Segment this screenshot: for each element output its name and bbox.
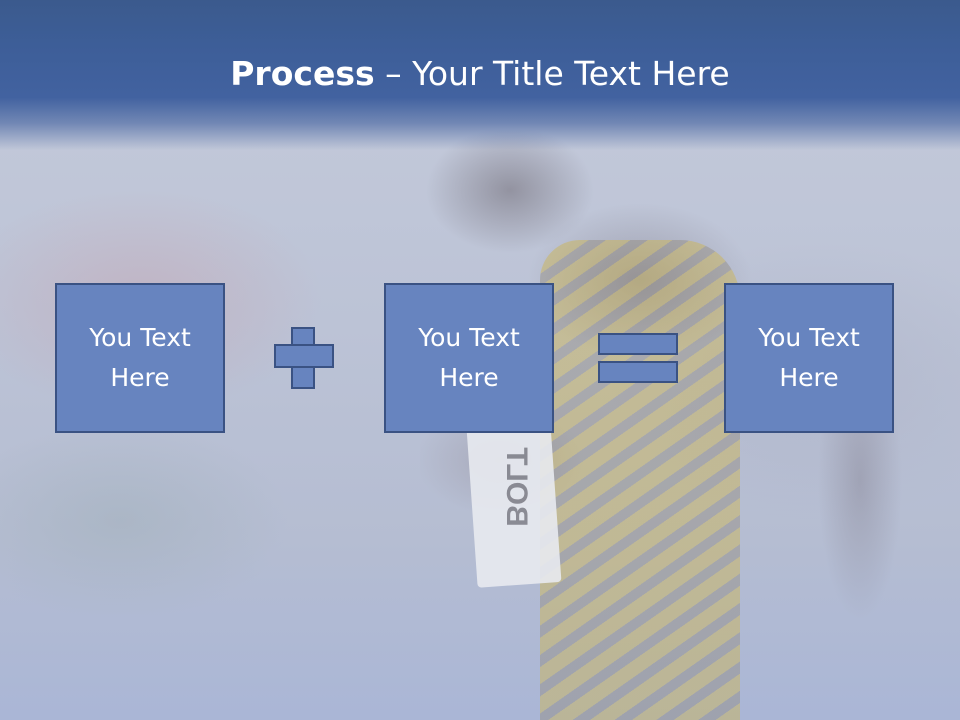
process-box-3-text: You Text Here xyxy=(734,318,884,398)
title-bold: Process xyxy=(230,54,375,93)
plus-icon-center xyxy=(293,346,313,366)
process-box-2-line2: Here xyxy=(439,363,499,392)
process-box-2-text: You Text Here xyxy=(394,318,544,398)
process-box-1-line2: Here xyxy=(110,363,170,392)
title-rest: – Your Title Text Here xyxy=(374,54,730,93)
race-bib-text: BOLT xyxy=(500,447,533,527)
slide-title[interactable]: Process – Your Title Text Here xyxy=(0,52,960,96)
title-band xyxy=(0,0,960,150)
runner-vest xyxy=(540,240,740,720)
process-box-3-line1: You Text xyxy=(758,323,860,352)
process-box-1[interactable]: You Text Here xyxy=(55,283,225,433)
process-box-1-text: You Text Here xyxy=(65,318,215,398)
process-box-1-line1: You Text xyxy=(89,323,191,352)
process-box-2-line1: You Text xyxy=(418,323,520,352)
process-box-3-line2: Here xyxy=(779,363,839,392)
equals-icon-top-bar xyxy=(598,333,678,355)
process-box-2[interactable]: You Text Here xyxy=(384,283,554,433)
equals-icon-bottom-bar xyxy=(598,361,678,383)
process-box-3[interactable]: You Text Here xyxy=(724,283,894,433)
